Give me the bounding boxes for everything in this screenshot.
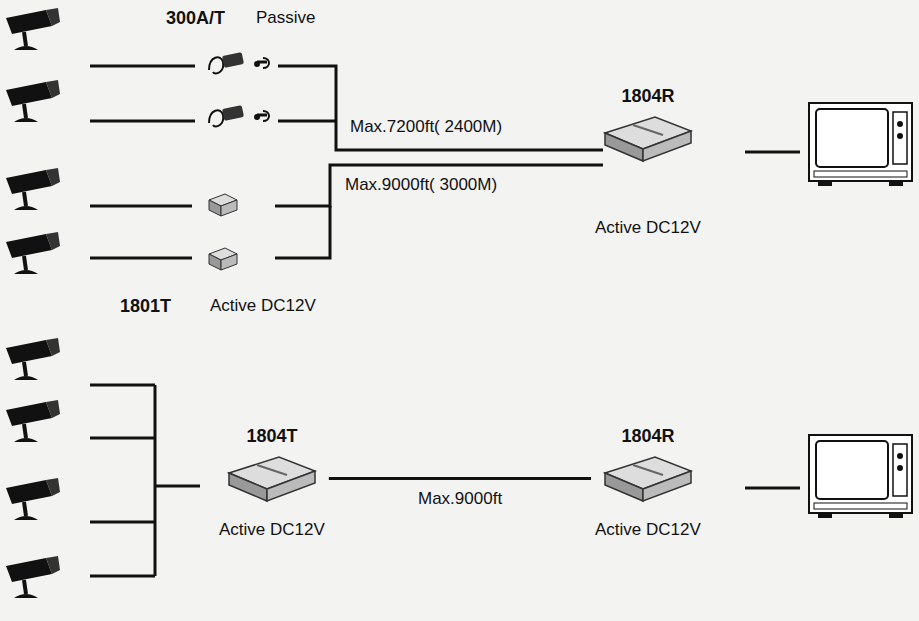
- power-note: Active DC12V: [595, 218, 701, 238]
- distance-label: Max.9000ft: [415, 489, 505, 509]
- text-label: Max.9000ft( 3000M): [345, 175, 497, 195]
- text-label: 300A/T: [166, 8, 225, 29]
- cable-line: [329, 477, 591, 480]
- text-label: 1801T: [120, 296, 171, 317]
- model-name: 1804T: [246, 426, 297, 447]
- device-node: 1804R Active DC12V: [591, 84, 705, 240]
- power-note: Active DC12V: [595, 520, 701, 540]
- model-name: 1804R: [621, 86, 674, 107]
- model-name: 1804R: [621, 426, 674, 447]
- text-label: Active DC12V: [210, 296, 316, 316]
- device-icon: [603, 111, 693, 166]
- device-icon: [603, 451, 693, 506]
- text-label: Passive: [256, 8, 316, 28]
- device-node: 1804T Active DC12V: [215, 424, 329, 542]
- device-icon: [227, 451, 317, 506]
- text-label: Max.7200ft( 2400M): [350, 117, 502, 137]
- device-node: 1804R Active DC12V: [591, 424, 705, 542]
- power-note: Active DC12V: [219, 520, 325, 540]
